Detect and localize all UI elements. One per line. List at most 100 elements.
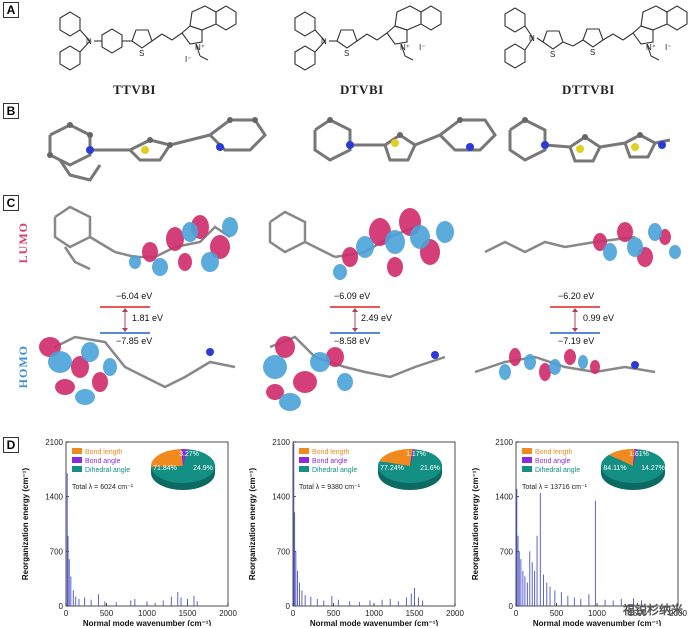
x-axis-label: Normal mode wavenumber (cm⁻¹) — [310, 619, 439, 626]
x-tick-label: 1000 — [365, 609, 383, 618]
pie-label: 24.9% — [193, 465, 213, 472]
y-tick-label: 0 — [286, 602, 291, 611]
legend-label: Bond angle — [535, 458, 571, 465]
watermark: 福锐杉纳米 — [622, 603, 683, 617]
energy-diagram-dttvbi — [550, 306, 600, 334]
y-tick-label: 1400 — [495, 493, 513, 502]
x-tick-label: 1000 — [588, 609, 606, 618]
y-tick-label: 1400 — [45, 493, 63, 502]
pie-label: 1.61% — [629, 451, 649, 458]
svg-text:N⁺: N⁺ — [400, 43, 410, 52]
y-axis-label: Reorganization energy (cm⁻¹) — [471, 468, 480, 581]
panel-label-b: B — [3, 103, 19, 119]
total-lambda: Total λ = 13716 cm⁻¹ — [522, 484, 588, 491]
pie-slice — [378, 449, 442, 483]
panel-label-d: D — [3, 437, 19, 453]
pie-label: 3.27% — [179, 451, 199, 458]
legend-label: Bond angle — [312, 458, 348, 465]
pie-label: 21.6% — [420, 465, 440, 472]
pie-label: 84.11% — [603, 465, 626, 472]
x-tick-label: 1000 — [138, 609, 156, 618]
panel-label-a: A — [3, 2, 19, 18]
pie-slice — [633, 449, 638, 466]
molecule-name-ttvbi: TTVBI — [113, 82, 156, 97]
pie-label: 71.84% — [153, 465, 177, 472]
legend-label: Bond angle — [85, 458, 121, 465]
y-tick-label: 0 — [509, 602, 514, 611]
svg-text:N⁺: N⁺ — [195, 43, 205, 52]
x-tick-label: 1500 — [179, 609, 197, 618]
legend-swatch — [522, 448, 532, 454]
legend-swatch — [299, 466, 309, 472]
x-tick-label: 0 — [514, 609, 519, 618]
pie-slice — [608, 449, 635, 466]
x-axis-label: Normal mode wavenumber (cm⁻¹) — [533, 619, 662, 626]
molecule-name-dttvbi: DTTVBI — [562, 82, 615, 97]
x-tick-label: 1500 — [629, 609, 647, 618]
svg-text:S: S — [344, 49, 349, 58]
dttvbi-homo-energy: −7.19 eV — [558, 336, 595, 346]
dtvbi-gap: 2.49 eV — [361, 313, 393, 323]
x-tick-label: 500 — [100, 609, 114, 618]
y-tick-label: 700 — [50, 547, 64, 556]
y-tick-label: 1400 — [272, 493, 290, 502]
svg-text:N⁺: N⁺ — [646, 43, 656, 52]
legend-label: Bond length — [85, 449, 122, 456]
legend-label: Bond length — [535, 449, 572, 456]
pie-slice — [410, 449, 415, 466]
x-tick-label: 500 — [550, 609, 564, 618]
svg-text:I⁻: I⁻ — [419, 43, 425, 52]
y-tick-label: 2100 — [45, 438, 63, 447]
pie-label: 14.27% — [641, 465, 665, 472]
x-tick-label: 1500 — [406, 609, 424, 618]
x-tick-label: 2000 — [219, 609, 237, 618]
legend-swatch — [522, 466, 532, 472]
legend-swatch — [299, 448, 309, 454]
pie-slice — [181, 449, 188, 466]
y-tick-label: 2100 — [272, 438, 290, 447]
x-tick-label: 0 — [64, 609, 69, 618]
y-tick-label: 700 — [500, 547, 514, 556]
y-tick-label: 700 — [277, 547, 291, 556]
panel-label-c: C — [3, 195, 19, 211]
x-tick-label: 2000 — [669, 609, 687, 618]
structure-ttvbi: N S N⁺ I⁻ — [59, 5, 237, 71]
frontier-orbitals — [39, 205, 681, 411]
x-axis-label: Normal mode wavenumber (cm⁻¹) — [83, 619, 212, 626]
pie-label: 1.17% — [406, 451, 426, 458]
structure-dttvbi: N S S N⁺ I⁻ — [504, 5, 688, 69]
pie-label: 77.24% — [380, 465, 404, 472]
energy-diagram-ttvbi — [100, 306, 150, 334]
svg-text:S: S — [550, 50, 555, 59]
x-tick-label: 2000 — [446, 609, 464, 618]
pie-slice — [151, 449, 183, 467]
pie-slice — [151, 449, 216, 483]
homo-label: HOMO — [16, 345, 30, 389]
legend-label: Dihedral angle — [535, 467, 580, 474]
total-lambda: Total λ = 9380 cm⁻¹ — [299, 484, 361, 491]
x-tick-label: 500 — [327, 609, 341, 618]
ttvbi-homo-energy: −7.85 eV — [116, 336, 153, 346]
energy-diagram-dtvbi — [330, 306, 380, 334]
legend-swatch — [299, 457, 309, 463]
legend-swatch — [72, 466, 82, 472]
dtvbi-homo-energy: −8.58 eV — [334, 336, 371, 346]
pie-slice — [601, 449, 665, 483]
dttvbi-gap: 0.99 eV — [583, 313, 615, 323]
optimized-geometries — [47, 117, 671, 182]
ttvbi-lumo-energy: −6.04 eV — [116, 291, 153, 301]
svg-text:N: N — [321, 37, 327, 46]
x-tick-label: 0 — [291, 609, 296, 618]
svg-text:N: N — [86, 37, 92, 46]
y-axis-label: Reorganization energy (cm⁻¹) — [21, 468, 30, 581]
pie-slice — [379, 449, 413, 466]
total-lambda: Total λ = 6024 cm⁻¹ — [72, 484, 134, 491]
legend-label: Dihedral angle — [312, 467, 357, 474]
y-tick-label: 2100 — [495, 438, 513, 447]
legend-label: Bond length — [312, 449, 349, 456]
y-axis-label: Reorganization energy (cm⁻¹) — [248, 468, 257, 581]
svg-text:S: S — [590, 48, 595, 57]
molecule-name-dtvbi: DTVBI — [340, 82, 384, 97]
